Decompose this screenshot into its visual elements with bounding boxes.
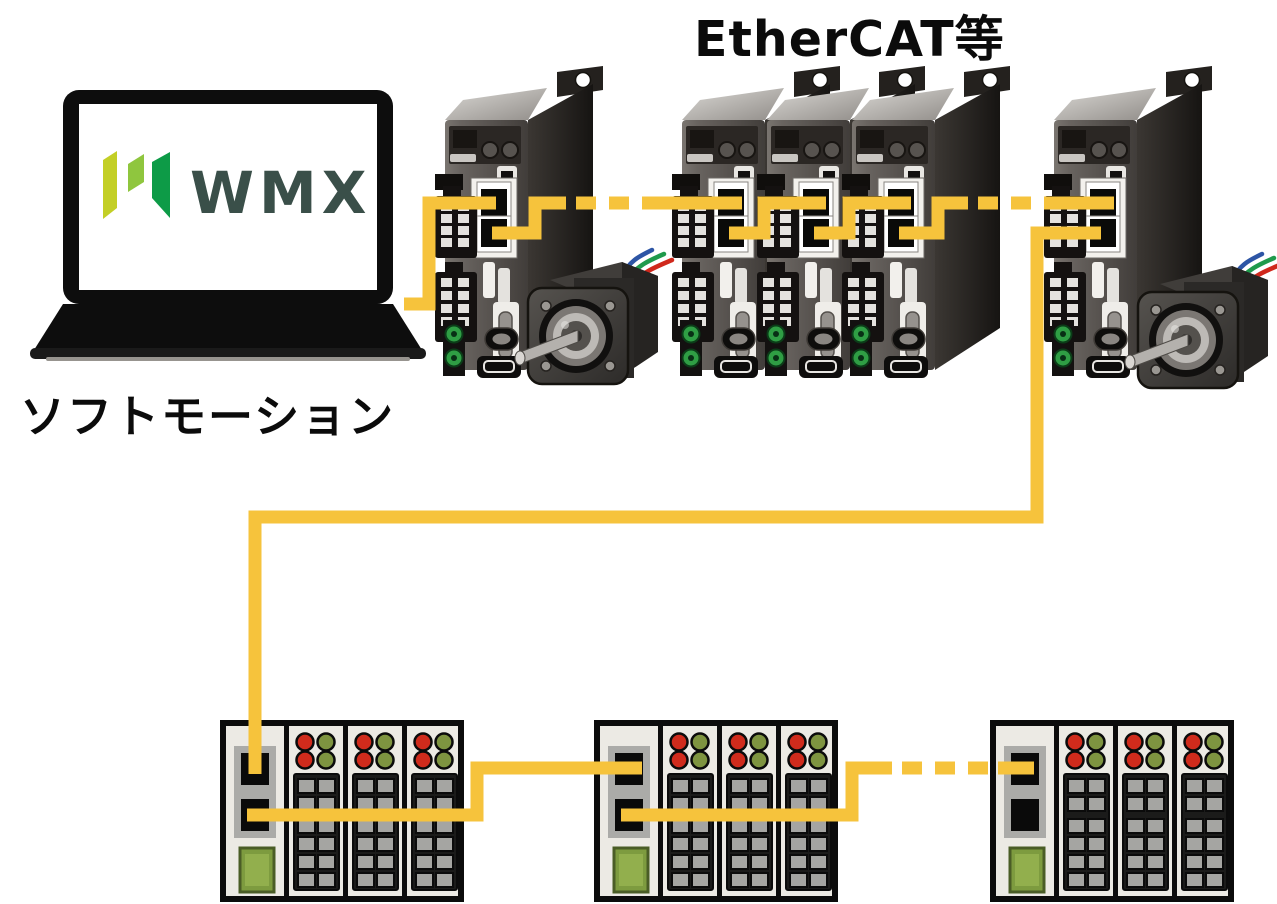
cable-drive3-to-drive4 bbox=[814, 196, 911, 240]
cable-drive5-to-module1 bbox=[248, 226, 1101, 774]
servo-drive-4 bbox=[841, 65, 1011, 379]
cable-drive2-to-drive3 bbox=[729, 196, 826, 240]
laptop-base-edge bbox=[30, 348, 426, 359]
wmx-logo: WMX bbox=[103, 151, 371, 227]
laptop-controller: WMX bbox=[30, 90, 426, 361]
logo-mark-icon bbox=[103, 151, 117, 219]
laptop-base-shadow bbox=[46, 357, 410, 361]
logo-mark-icon bbox=[152, 152, 170, 218]
cable-laptop-to-drive1 bbox=[404, 196, 496, 311]
laptop-label: ソフトモーション bbox=[20, 390, 396, 443]
cable-module1-to-module2 bbox=[247, 761, 642, 822]
fieldbus-title: EtherCAT等 bbox=[694, 11, 1005, 68]
cable-drive1-out bbox=[492, 196, 566, 240]
logo-mark-icon bbox=[128, 154, 144, 192]
cable-drive4-out bbox=[899, 196, 968, 240]
laptop-base bbox=[34, 304, 422, 350]
laptop-screen bbox=[79, 104, 377, 290]
logo-text: WMX bbox=[190, 159, 371, 227]
ethercat-cabling bbox=[247, 196, 1114, 822]
cable-module2-out bbox=[621, 761, 892, 822]
io-module-3 bbox=[993, 723, 1231, 899]
